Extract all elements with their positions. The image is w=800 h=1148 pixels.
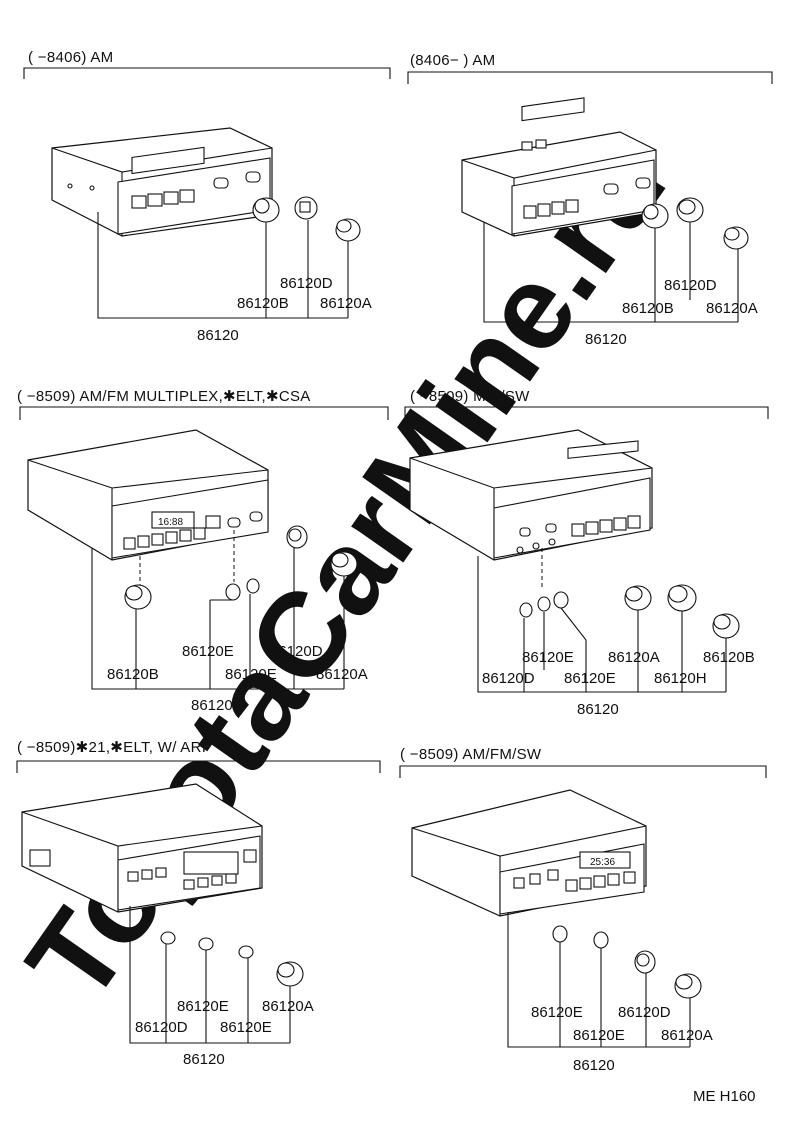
part-label-86120D: 86120D bbox=[664, 277, 717, 294]
section-5-header: ( −8509)✱21,✱ELT, W/ ARI bbox=[17, 739, 206, 756]
knob-86120D-5 bbox=[160, 931, 176, 945]
section-3-bracket bbox=[19, 406, 389, 420]
part-label-86120E: 86120E bbox=[564, 670, 616, 687]
part-label-86120A: 86120A bbox=[316, 666, 368, 683]
knob-86120E-4a bbox=[537, 596, 551, 612]
section-2-header: (8406− ) AM bbox=[410, 52, 495, 69]
assembly-label: 86120 bbox=[197, 327, 239, 344]
knob-86120B-3 bbox=[124, 584, 152, 610]
knob-86120E-6b bbox=[593, 931, 609, 949]
knob-86120A-5 bbox=[276, 961, 304, 987]
part-label-86120D: 86120D bbox=[135, 1019, 188, 1036]
knob-86120D-4 bbox=[519, 602, 533, 618]
radio-unit-6: 25:36 bbox=[411, 789, 647, 917]
knob-86120D-1 bbox=[294, 196, 318, 220]
radio-unit-2 bbox=[461, 97, 657, 237]
section-4-bracket bbox=[404, 406, 769, 419]
section-2: (8406− ) AM 86120B 86120D 86120A 86120 bbox=[407, 52, 773, 348]
radio-unit-3: 16:88 bbox=[27, 429, 269, 561]
section-4-header: ( −8509) MW/SW bbox=[410, 388, 530, 405]
part-label-86120B: 86120B bbox=[237, 295, 289, 312]
part-label-86120E: 86120E bbox=[225, 666, 277, 683]
part-label-86120B: 86120B bbox=[107, 666, 159, 683]
knob-86120E-3b bbox=[246, 578, 260, 594]
section-1-header: ( −8406) AM bbox=[28, 49, 113, 66]
knob-86120A-4 bbox=[624, 585, 652, 611]
assembly-label: 86120 bbox=[191, 697, 233, 714]
knob-86120D-3 bbox=[286, 525, 308, 549]
part-label-86120D: 86120D bbox=[482, 670, 535, 687]
part-label-86120H: 86120H bbox=[654, 670, 707, 687]
part-label-86120E: 86120E bbox=[531, 1004, 583, 1021]
knob-86120B-1 bbox=[252, 197, 280, 223]
section-3: ( −8509) AM/FM MULTIPLEX,✱ELT,✱CSA 16:88 bbox=[17, 388, 389, 714]
part-label-86120E: 86120E bbox=[220, 1019, 272, 1036]
knob-86120B-4 bbox=[712, 613, 740, 639]
part-label-86120A: 86120A bbox=[262, 998, 314, 1015]
knob-86120H-4 bbox=[667, 584, 697, 612]
part-label-86120A: 86120A bbox=[608, 649, 660, 666]
knob-86120E-5b bbox=[238, 945, 254, 959]
part-label-86120A: 86120A bbox=[706, 300, 758, 317]
section-5-bracket bbox=[16, 760, 381, 773]
part-label-86120E: 86120E bbox=[522, 649, 574, 666]
assembly-label: 86120 bbox=[577, 701, 619, 718]
part-label-86120D: 86120D bbox=[618, 1004, 671, 1021]
part-label-86120E: 86120E bbox=[573, 1027, 625, 1044]
assembly-label: 86120 bbox=[183, 1051, 225, 1068]
part-label-86120A: 86120A bbox=[661, 1027, 713, 1044]
display-readout: 25:36 bbox=[590, 857, 615, 868]
section-1: ( −8406) AM 86120B 86120D 86120A 86120 bbox=[23, 49, 391, 344]
section-6: ( −8509) AM/FM/SW 25:36 86120E 86120E 86… bbox=[399, 746, 767, 1074]
part-label-86120A: 86120A bbox=[320, 295, 372, 312]
part-label-86120E: 86120E bbox=[182, 643, 234, 660]
page-code: ME H160 bbox=[693, 1088, 756, 1105]
part-label-86120B: 86120B bbox=[622, 300, 674, 317]
assembly-label: 86120 bbox=[585, 331, 627, 348]
knob-86120E-4b bbox=[553, 591, 569, 609]
knob-86120B-2 bbox=[641, 203, 669, 229]
knob-86120A-3 bbox=[330, 551, 358, 577]
assembly-label: 86120 bbox=[573, 1057, 615, 1074]
knob-86120D-6 bbox=[634, 950, 656, 974]
part-label-86120E: 86120E bbox=[177, 998, 229, 1015]
radio-unit-5 bbox=[21, 783, 263, 913]
knob-86120A-6 bbox=[674, 973, 702, 999]
knob-86120A-1 bbox=[335, 218, 361, 242]
part-label-86120D: 86120D bbox=[280, 275, 333, 292]
section-2-bracket bbox=[407, 71, 773, 84]
knob-86120A-2 bbox=[723, 226, 749, 250]
knob-86120E-5a bbox=[198, 937, 214, 951]
section-5: ( −8509)✱21,✱ELT, W/ ARI 86120D 86120E 8… bbox=[16, 739, 381, 1068]
radio-unit-1 bbox=[51, 127, 273, 237]
knob-86120E-3a bbox=[225, 583, 241, 601]
section-1-bracket bbox=[23, 67, 391, 79]
section-3-header: ( −8509) AM/FM MULTIPLEX,✱ELT,✱CSA bbox=[17, 388, 311, 405]
part-label-86120B: 86120B bbox=[703, 649, 755, 666]
section-4: ( −8509) MW/SW 86120D bbox=[404, 388, 769, 718]
radio-unit-4 bbox=[409, 429, 653, 561]
knob-86120E-6a bbox=[552, 925, 568, 943]
section-6-header: ( −8509) AM/FM/SW bbox=[400, 746, 542, 763]
part-label-86120D: 86120D bbox=[270, 643, 323, 660]
section-6-bracket bbox=[399, 765, 767, 778]
knob-86120D-2 bbox=[676, 197, 704, 223]
display-readout: 16:88 bbox=[158, 517, 183, 528]
